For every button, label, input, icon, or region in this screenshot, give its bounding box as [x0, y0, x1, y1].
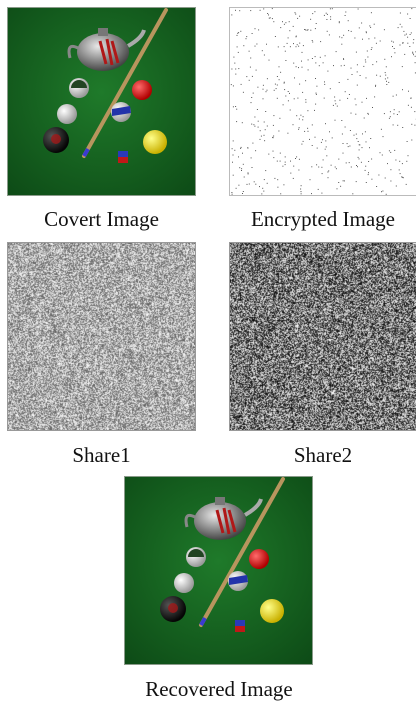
- encrypted-image: [229, 7, 416, 196]
- share2-image: [229, 242, 416, 431]
- covert-image-caption: Covert Image: [44, 207, 159, 231]
- share1-noise: [8, 243, 195, 430]
- share2-caption: Share2: [293, 443, 353, 467]
- recovered-image-caption: Recovered Image: [145, 677, 293, 701]
- share2-noise: [230, 243, 416, 430]
- covert-image: [7, 7, 196, 196]
- billiards-scene: [8, 8, 195, 195]
- share1-image: [7, 242, 196, 431]
- recovered-image: [124, 476, 313, 665]
- encrypted-noise: [230, 8, 416, 195]
- billiards-scene-recovered: [125, 477, 312, 664]
- share1-caption: Share1: [72, 443, 131, 467]
- encrypted-image-caption: Encrypted Image: [250, 207, 396, 231]
